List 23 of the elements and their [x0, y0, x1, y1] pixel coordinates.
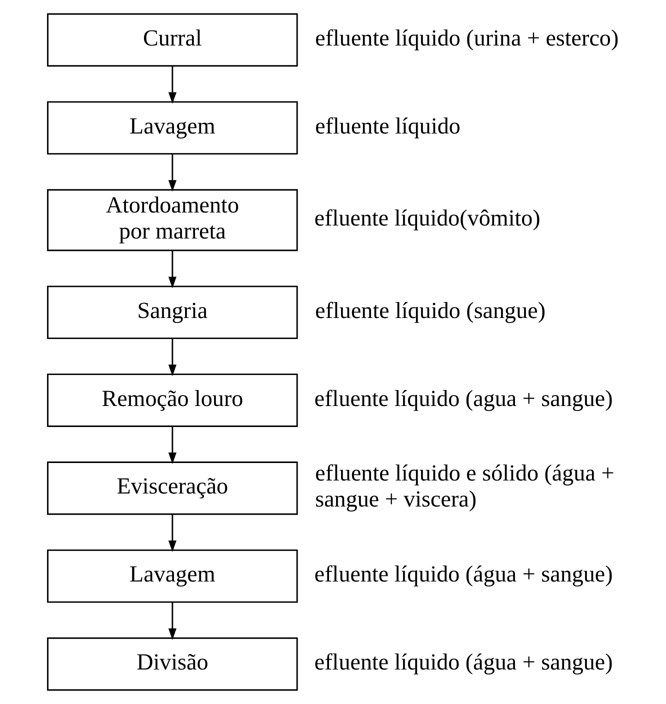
node-label: efluente líquido (água + sangue): [314, 648, 612, 675]
node-box: Atordoamento por marreta: [46, 189, 298, 252]
node-box: Lavagem: [46, 101, 298, 155]
node-label: efluente líquido (sangue): [314, 296, 546, 323]
node-label: efluente líquido (água + sangue): [314, 560, 612, 587]
node-box: Sangria: [46, 286, 298, 340]
arrow: [168, 338, 176, 376]
arrow: [168, 426, 176, 464]
node-box: Divisão: [46, 637, 298, 691]
arrow: [168, 250, 176, 288]
arrow: [168, 66, 176, 104]
node-label: efluente líquido(vômito): [314, 204, 540, 231]
node-label: efluente líquido (urina + esterco): [314, 24, 618, 50]
arrow: [168, 154, 176, 192]
node-box: Remoção louro: [46, 374, 298, 427]
node-box: Curral: [46, 13, 298, 67]
arrow: [168, 514, 176, 552]
arrow: [168, 602, 176, 640]
node-box: Evisceração: [46, 462, 298, 515]
node-label: efluente líquido (agua + sangue): [314, 384, 612, 411]
node-label: efluente líquido: [314, 112, 460, 138]
node-label: efluente líquido e sólido (água + sangue + viscera): [314, 460, 614, 512]
node-box: Lavagem: [46, 549, 298, 603]
